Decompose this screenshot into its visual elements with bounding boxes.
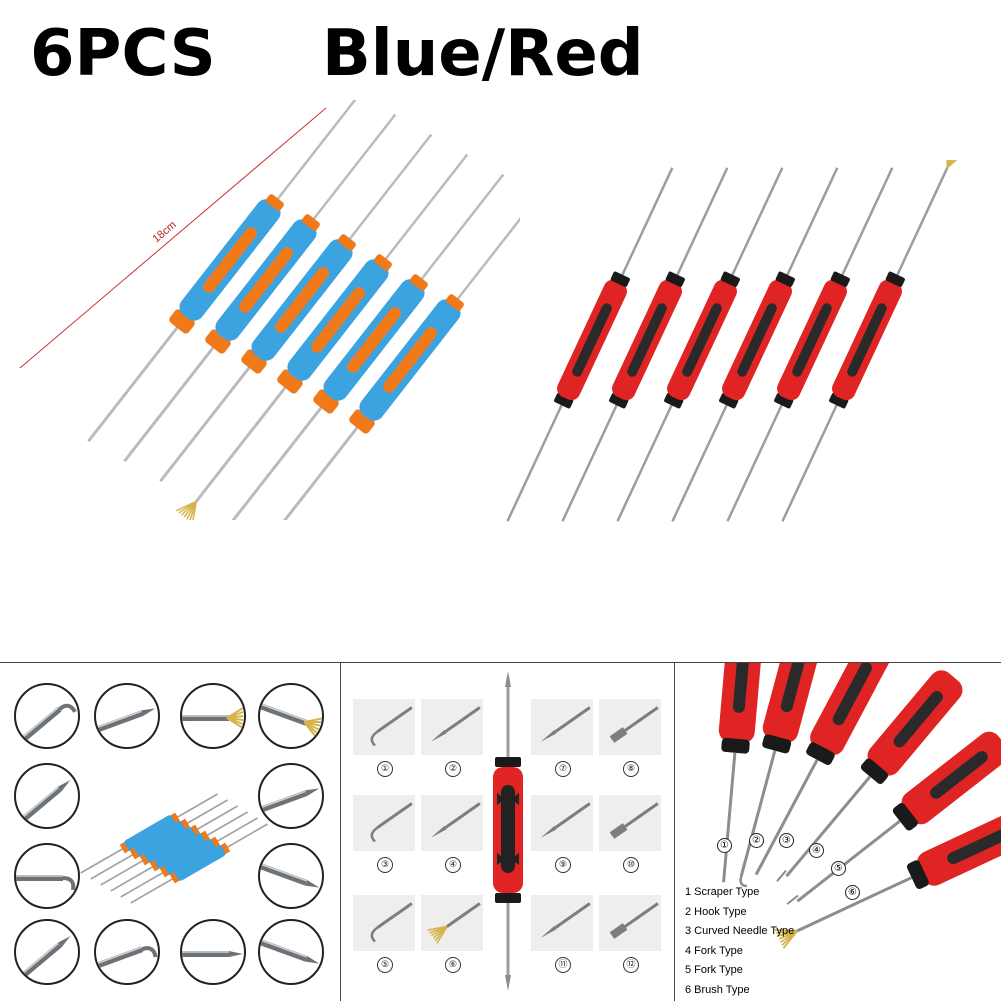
tool-number-marker: ②	[749, 833, 764, 848]
tip-type-card	[421, 699, 483, 755]
tip-type-number: ④	[445, 857, 461, 873]
tip-type-card	[599, 895, 661, 951]
red-tool	[561, 167, 729, 522]
tip-closeup-circle	[14, 763, 80, 829]
mini-blue-tool	[120, 817, 258, 898]
legend-item: 5 Fork Type	[685, 964, 743, 976]
legend-item: 3 Curved Needle Type	[685, 925, 795, 937]
title-colors: Blue/Red	[322, 17, 644, 91]
red-double-ended-tool-image	[493, 671, 523, 991]
legend-item: 1 Scraper Type	[685, 886, 760, 898]
red-tool	[671, 167, 839, 522]
tool-number-marker: ⑥	[845, 885, 860, 900]
tip-type-card	[353, 795, 415, 851]
tip-type-card	[353, 699, 415, 755]
tip-closeup-circle	[258, 683, 324, 749]
tip-closeup-circle	[14, 843, 80, 909]
tip-type-card	[531, 699, 593, 755]
tip-type-card	[599, 699, 661, 755]
tip-type-number: ③	[377, 857, 393, 873]
red-tool-set-image	[506, 160, 961, 522]
mini-blue-tool	[110, 811, 248, 892]
tip-type-number: ⑫	[623, 957, 639, 973]
blue-tool	[123, 113, 397, 463]
red-closeup-tool	[739, 663, 824, 888]
red-tool	[781, 160, 961, 522]
tip-closeup-circle	[180, 919, 246, 985]
blue-tool	[267, 193, 520, 520]
red-closeup-tool	[718, 663, 764, 883]
tip-closeup-circle	[258, 919, 324, 985]
tip-closeup-circle	[94, 919, 160, 985]
tip-type-card	[531, 895, 593, 951]
tool-number-marker: ⑤	[831, 861, 846, 876]
red-tools-closeup-image	[718, 663, 1001, 949]
tip-type-card	[421, 795, 483, 851]
blue-set-center-image	[80, 793, 268, 904]
tip-type-card	[531, 795, 593, 851]
tip-closeup-circle	[258, 763, 324, 829]
tool-number-marker: ①	[717, 838, 732, 853]
tip-type-number: ⑩	[623, 857, 639, 873]
tip-type-number: ②	[445, 761, 461, 777]
panel-tip-types-grid: ① ② ⑦ ⑧ ③ ④ ⑨ ⑩ ⑤ ⑥ ⑪ ⑫	[340, 663, 674, 1001]
tip-type-card	[353, 895, 415, 951]
tip-closeup-circle	[180, 683, 246, 749]
section-divider	[0, 662, 1001, 663]
tool-type-legend: 1 Scraper Type 2 Hook Type 3 Curved Need…	[685, 883, 794, 1000]
tool-number-marker: ③	[779, 833, 794, 848]
title-quantity: 6PCS	[30, 17, 216, 91]
blue-tool	[159, 133, 433, 483]
red-tool	[506, 167, 674, 522]
blue-tool	[175, 153, 469, 520]
red-tool	[726, 167, 894, 522]
blue-tool-set-image: 18cm	[19, 100, 520, 520]
red-closeup-tool	[786, 731, 1001, 905]
tip-type-number: ⑪	[555, 957, 571, 973]
red-closeup-tool	[754, 663, 890, 876]
tip-type-number: ⑥	[445, 957, 461, 973]
tool-number-marker: ④	[809, 843, 824, 858]
length-dimension-line	[19, 107, 327, 369]
hero-product-photos: 18cm	[0, 100, 1001, 660]
mini-blue-tool	[100, 805, 238, 886]
tip-type-card	[599, 795, 661, 851]
red-closeup-tool	[776, 670, 963, 882]
panel-tip-closeups-blue	[0, 663, 340, 1001]
tip-type-number: ⑧	[623, 761, 639, 777]
tip-closeup-circle	[258, 843, 324, 909]
mini-blue-tool	[90, 799, 228, 880]
mini-blue-tool	[80, 793, 218, 874]
blue-tool	[231, 173, 505, 520]
tip-type-number: ⑦	[555, 761, 571, 777]
tip-closeup-circle	[14, 919, 80, 985]
mini-blue-tool	[130, 823, 268, 904]
length-dimension-label: 18cm	[150, 219, 178, 245]
red-closeup-tool	[774, 810, 1001, 949]
legend-item: 6 Brush Type	[685, 983, 750, 996]
red-tool	[616, 167, 784, 522]
tip-closeup-circle	[14, 683, 80, 749]
blue-tool	[87, 100, 361, 443]
tip-type-number: ⑨	[555, 857, 571, 873]
tip-type-card	[421, 895, 483, 951]
tip-type-number: ⑤	[377, 957, 393, 973]
legend-item: 2 Hook Type	[685, 905, 747, 918]
tip-type-number: ①	[377, 761, 393, 777]
legend-item: 4 Fork Type	[685, 944, 743, 957]
tip-closeup-circle	[94, 683, 160, 749]
